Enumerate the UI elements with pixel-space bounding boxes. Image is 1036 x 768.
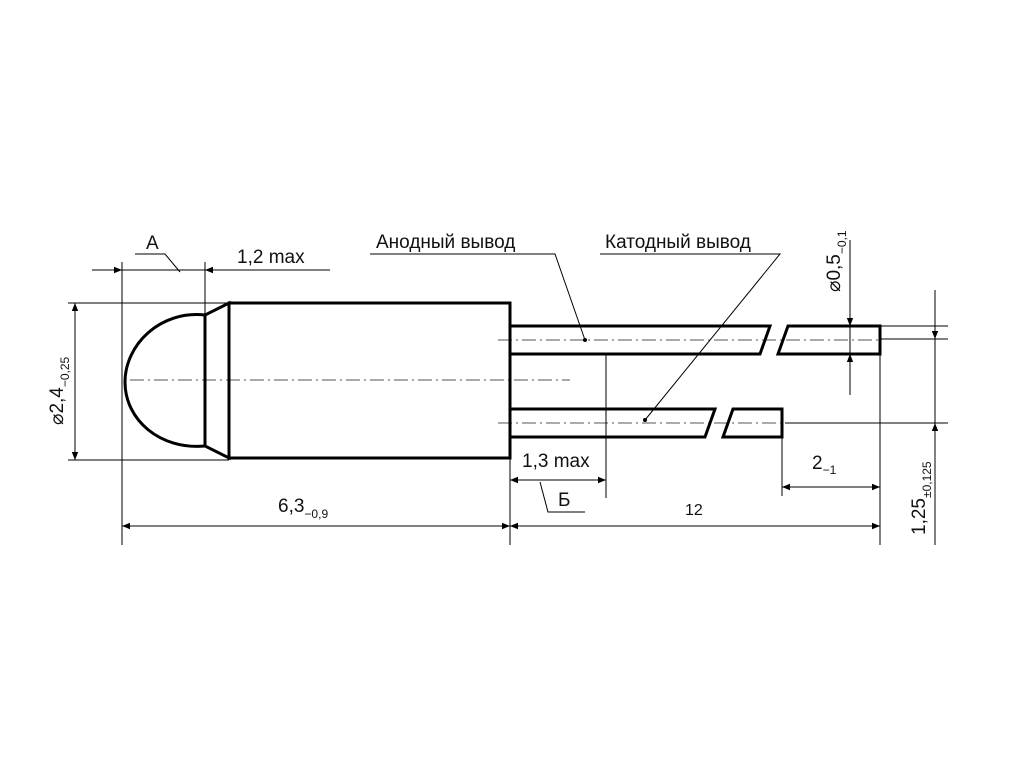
- anode-lead-part1: [510, 324, 773, 356]
- total-lead-length-label: 12: [685, 502, 703, 519]
- lead-spacing-label: 1,25±0,125: [909, 461, 934, 535]
- lead-start-label: 1,3 max: [522, 451, 590, 472]
- leader-anode: [370, 253, 586, 341]
- leader-anode-dot: [583, 338, 587, 342]
- lead-offset-label: 2−1: [812, 453, 837, 477]
- led-lens-outline: [123, 313, 206, 448]
- cathode-lead-label: Катодный вывод: [605, 232, 751, 253]
- body-length-label: 6,3−0,9: [278, 496, 328, 521]
- lead-diameter-label: ⌀0,5−0,1: [824, 230, 849, 292]
- lens-length-label: 1,2 max: [237, 247, 305, 268]
- view-a-label: А: [146, 233, 159, 254]
- leader-cathode-dot: [643, 418, 647, 422]
- cathode-lead-part1: [510, 407, 718, 439]
- leader-view-a: [135, 253, 181, 273]
- leader-cathode: [600, 253, 782, 421]
- leader-view-b: [539, 481, 585, 513]
- led-body: [227, 301, 512, 460]
- view-b-label: Б: [558, 490, 570, 511]
- anode-lead-label: Анодный вывод: [376, 232, 515, 253]
- body-diameter-label: ⌀2,4−0,25: [47, 356, 72, 425]
